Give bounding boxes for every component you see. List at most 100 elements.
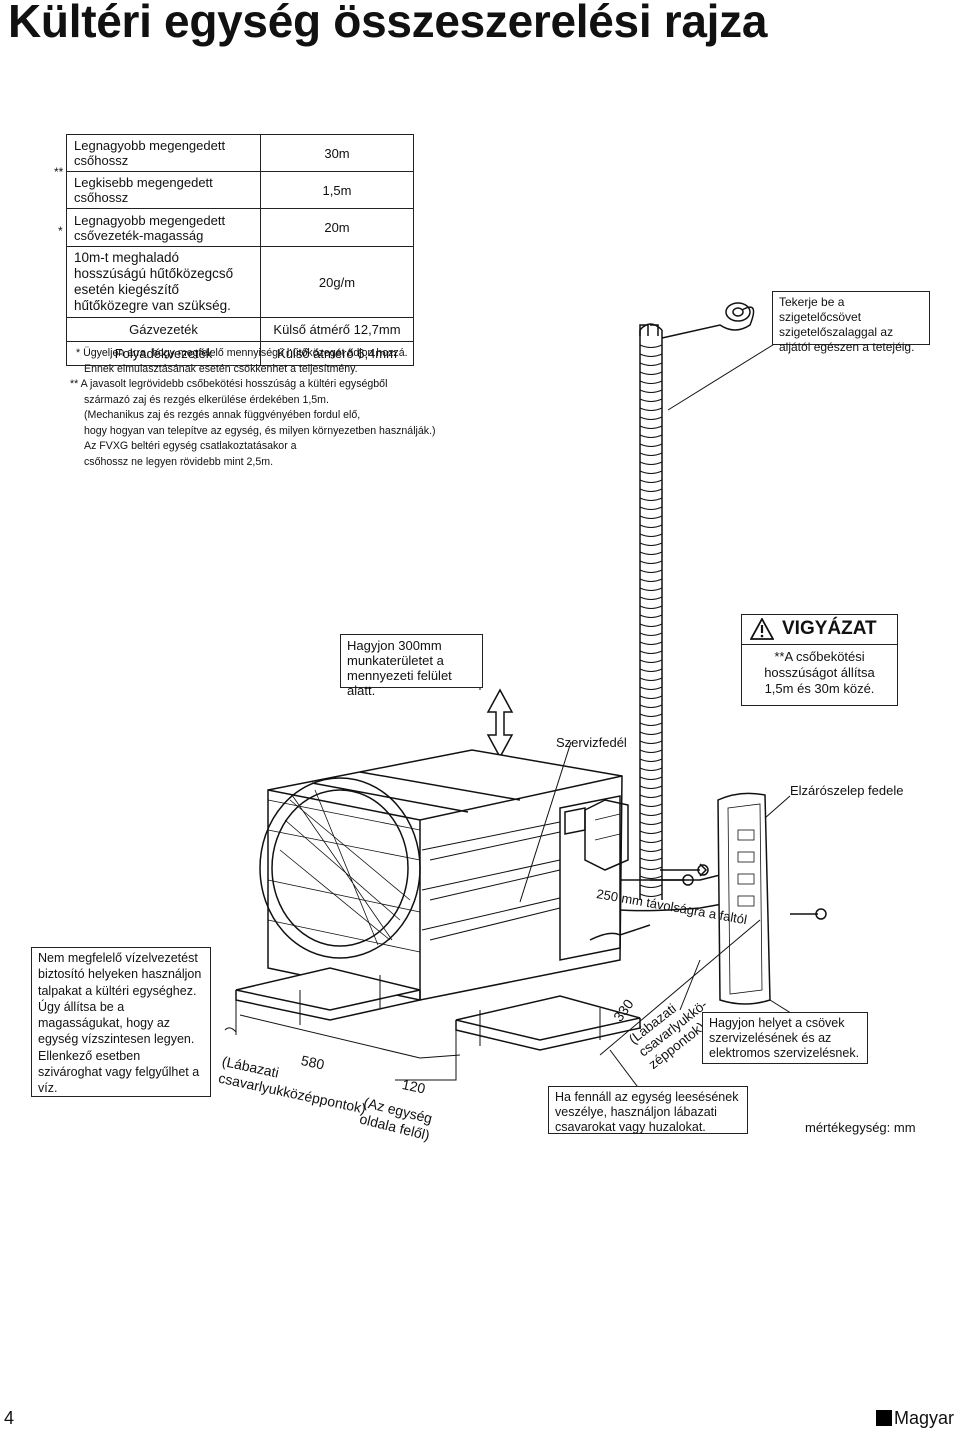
valve-cover-label: Elzárószelep fedele xyxy=(790,783,904,798)
pipe-ridge xyxy=(639,362,663,366)
pipe-ridge xyxy=(639,524,663,528)
pipe-ridge xyxy=(639,398,663,402)
clearance-arrow xyxy=(486,688,514,759)
pipe-ridge xyxy=(639,542,663,546)
pipe-ridges xyxy=(639,344,663,897)
language-label: Magyar xyxy=(875,1408,954,1429)
unit-label: mértékegység: mm xyxy=(805,1120,916,1135)
pipe-ridge xyxy=(639,767,663,771)
pipe-ridge xyxy=(639,443,663,447)
table-cell-value: 1,5m xyxy=(260,171,414,209)
table-row: 10m-t meghaladó hosszúságú hűtőközegcső … xyxy=(66,246,414,318)
pipe-ridge xyxy=(639,884,663,888)
pipe-ridge xyxy=(639,650,663,654)
page-title: Kültéri egység összeszerelési rajza xyxy=(8,0,768,47)
pipe-ridge xyxy=(639,848,663,852)
table-mark-double-star: ** xyxy=(54,165,64,179)
wrap-tape-note: Tekerje be a szigetelőcsövet szigetelősz… xyxy=(772,291,930,354)
pipe-ridge xyxy=(639,560,663,564)
pipe-ridge xyxy=(639,470,663,474)
note-line: Az FVXG beltéri egység csatlakoztatásako… xyxy=(84,440,297,452)
table-cell-value: Külső átmérő 12,7mm xyxy=(260,317,414,342)
pipe-ridge xyxy=(639,668,663,672)
table-row: Legnagyobb megengedett csőhossz 30m xyxy=(66,134,414,172)
note-line: Ennek elmulasztásának esetén csökkenhet … xyxy=(84,362,358,375)
screws xyxy=(650,863,827,920)
pipe-ridge xyxy=(639,866,663,870)
pipe-ridge xyxy=(639,776,663,780)
service-cover xyxy=(584,799,629,871)
table-cell-label: 10m-t meghaladó hosszúságú hűtőközegcső … xyxy=(66,246,261,318)
pipe-ridge xyxy=(639,344,663,348)
pipe-ridge xyxy=(639,749,663,753)
drainage-note: Nem megfelelő vízelvezetést biztosító he… xyxy=(31,947,211,1097)
warning-icon xyxy=(750,618,774,640)
pipe-ridge xyxy=(639,695,663,699)
pipe-ridge xyxy=(639,488,663,492)
pipe-ridge xyxy=(639,551,663,555)
table-cell-label: Legnagyobb megengedett csővezeték-magass… xyxy=(66,208,261,247)
pipe-ridge xyxy=(639,578,663,582)
pipe-ridge xyxy=(639,416,663,420)
note-line: hogy hogyan van telepítve az egység, és … xyxy=(84,424,436,437)
pipe-ridge xyxy=(639,587,663,591)
pipe-ridge xyxy=(639,785,663,789)
pipe-ridge xyxy=(639,686,663,690)
pipe-ridge xyxy=(639,632,663,636)
table-row: Legkisebb megengedett csőhossz 1,5m xyxy=(66,171,414,209)
pipe-ridge xyxy=(639,704,663,708)
language-text: Magyar xyxy=(893,1408,954,1428)
pipe-ridge xyxy=(639,461,663,465)
pipe-ridge xyxy=(639,407,663,411)
pipe-ridge xyxy=(639,821,663,825)
pipe-ridge xyxy=(639,713,663,717)
pipe-ridge xyxy=(639,731,663,735)
pipe-ridge xyxy=(639,569,663,573)
pipe-ridge xyxy=(639,659,663,663)
pipe-ridge xyxy=(639,605,663,609)
pipe-ridge xyxy=(639,677,663,681)
table-cell-value: 20g/m xyxy=(260,246,414,318)
pipe-ridge xyxy=(639,353,663,357)
pipe-spec-table: Legnagyobb megengedett csőhossz 30m Legk… xyxy=(66,134,414,366)
pipe-ridge xyxy=(639,794,663,798)
pipe-ridge xyxy=(639,434,663,438)
table-row: Legnagyobb megengedett csővezeték-magass… xyxy=(66,208,414,247)
table-cell-value: Külső átmérő 6,4mm xyxy=(260,341,414,366)
pipe-ridge xyxy=(639,839,663,843)
table-row: Folyadékvezeték Külső átmérő 6,4mm xyxy=(66,341,414,366)
table-cell-label: Gázvezeték xyxy=(66,317,261,342)
pipe-ridge xyxy=(639,857,663,861)
pipe-ridge xyxy=(639,722,663,726)
pipe-ridge xyxy=(639,623,663,627)
caution-header: VIGYÁZAT xyxy=(742,615,897,645)
pipe-ridge xyxy=(639,641,663,645)
page-number: 4 xyxy=(4,1408,15,1428)
table-row: Gázvezeték Külső átmérő 12,7mm xyxy=(66,317,414,342)
pipe-ridge xyxy=(639,830,663,834)
pipe-ridge xyxy=(639,596,663,600)
pipe-ridge xyxy=(639,740,663,744)
pipe-ridge xyxy=(639,893,663,897)
clearance-note: Hagyjon 300mm munkaterületet a mennyezet… xyxy=(340,634,483,698)
notes-block: * Ügyeljen arra, hogy megfelelő mennyisé… xyxy=(70,346,540,470)
pipe-ridge xyxy=(639,506,663,510)
table-cell-label: Folyadékvezeték xyxy=(66,341,261,366)
note-line: származó zaj és rezgés elkerülése érdeké… xyxy=(84,393,329,406)
base-feet xyxy=(235,967,641,1051)
pipe-ridge xyxy=(639,380,663,384)
pipe-ridge xyxy=(639,812,663,816)
table-mark-star: * xyxy=(58,224,63,238)
pipe-ridge xyxy=(639,452,663,456)
pipe-ridge xyxy=(639,758,663,762)
pipe-ridge xyxy=(639,371,663,375)
service-space-note: Hagyjon helyet a csövek szervizelésének … xyxy=(702,1012,868,1064)
note-line: (Mechanikus zaj és rezgés annak függvény… xyxy=(84,409,361,421)
pipe-ridge xyxy=(639,497,663,501)
pipe-ridge xyxy=(639,533,663,537)
caution-box: VIGYÁZAT **A csőbekötési hosszúságot áll… xyxy=(741,614,898,706)
dimension-lines xyxy=(224,919,761,1059)
valve-cover xyxy=(717,792,771,1005)
note-line: * Ügyeljen arra, hogy megfelelő mennyisé… xyxy=(76,347,408,359)
